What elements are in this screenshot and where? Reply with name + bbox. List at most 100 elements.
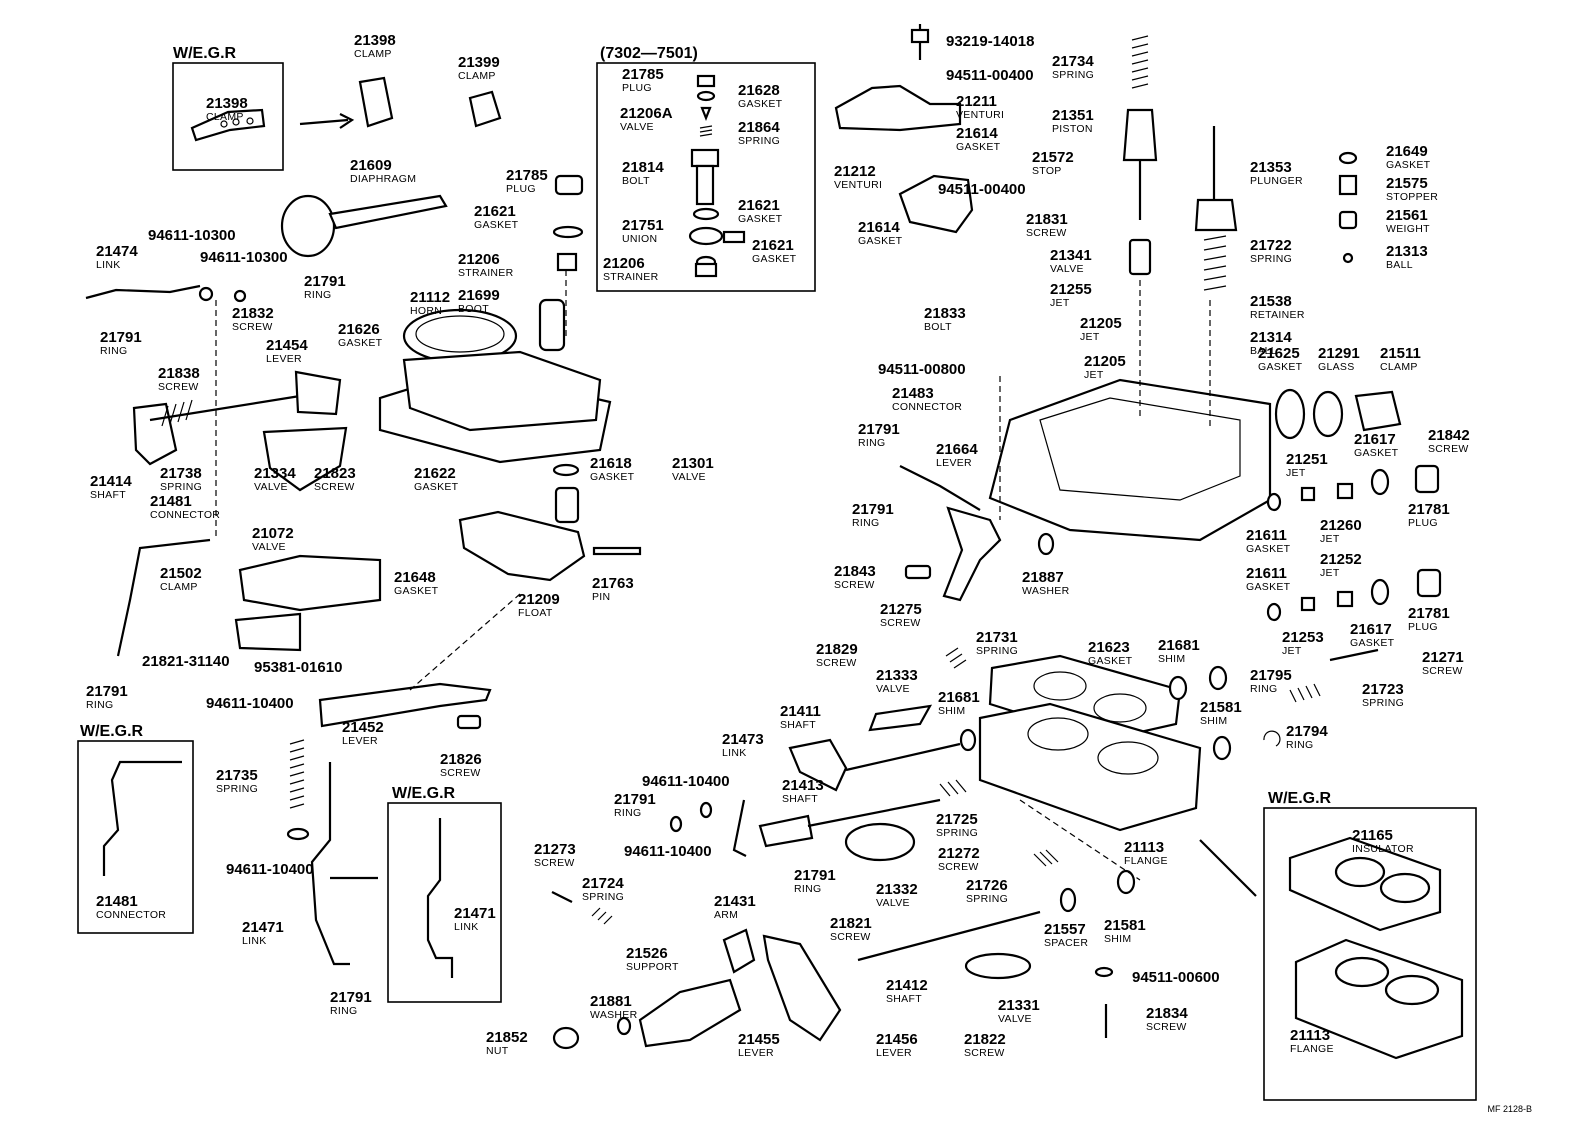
part-name: VALVE (672, 471, 706, 483)
part-shapes (85, 24, 1442, 1050)
part-number: 21526 (626, 945, 668, 962)
shaft-21414-rod (149, 394, 301, 422)
clamp-21399 (468, 90, 502, 128)
part-name: LEVER (936, 457, 972, 469)
part-number: 94611-10400 (226, 861, 314, 878)
screw-21826 (456, 714, 482, 730)
part-name: SCREW (834, 579, 875, 591)
part-number: 21334 (254, 465, 296, 482)
part-number: 21454 (266, 337, 308, 354)
part-name: SCREW (232, 321, 273, 333)
part-number: 21843 (834, 563, 876, 580)
part-number: 21622 (414, 465, 456, 482)
part-number: 21617 (1350, 621, 1392, 638)
inset-title: (7302—7501) (600, 45, 698, 62)
part-name: JET (1084, 369, 1104, 381)
callout-94611-10400: 94611-10400 (206, 695, 294, 712)
part-name: RING (852, 517, 879, 529)
part-number: 21626 (338, 321, 380, 338)
part-number: 21623 (1088, 639, 1130, 656)
part-number: 21821-31140 (142, 653, 230, 670)
part-name: CLAMP (458, 70, 496, 82)
part-number: 21411 (780, 703, 821, 720)
inset-frame (77, 740, 194, 934)
clamp-hole (220, 120, 228, 128)
callout-94611-10300: 94611-10300 (148, 227, 236, 244)
gasket-21611 (1266, 492, 1282, 512)
part-number: 21834 (1146, 1005, 1188, 1022)
part-number: 94611-10400 (206, 695, 294, 712)
callout-95381-01610: 95381-01610 (254, 659, 342, 676)
part-number: 21251 (1286, 451, 1328, 468)
horn-bore (415, 315, 505, 353)
part-name: SCREW (1146, 1021, 1187, 1033)
part-name: VALVE (1050, 263, 1084, 275)
part-name: VALVE (620, 121, 654, 133)
inset-title: W/E.G.R (392, 785, 456, 802)
part-name: STOPPER (1386, 191, 1438, 203)
part-number: 21413 (782, 777, 824, 794)
part-number: 21414 (90, 473, 132, 490)
part-number: 21572 (1032, 149, 1074, 166)
part-name: GASKET (338, 337, 383, 349)
part-number: 21795 (1250, 667, 1292, 684)
valve-21332 (844, 822, 916, 862)
part-number: 21791 (330, 989, 372, 1006)
shim-21581 (1116, 869, 1136, 895)
inset-egr-connector: W/E.G.R (77, 723, 194, 934)
part-name: LINK (242, 935, 267, 947)
part-name: GASKET (1088, 655, 1133, 667)
part-name: SCREW (830, 931, 871, 943)
part-name: SHAFT (886, 993, 922, 1005)
shaft-21411-arm (788, 738, 848, 792)
part-number: 21699 (458, 287, 500, 304)
part-name: SCREW (964, 1047, 1005, 1059)
part-number: 21791 (304, 273, 346, 290)
part-number: 21273 (534, 841, 576, 858)
part-number: 21831 (1026, 211, 1068, 228)
gasket-bore (1093, 693, 1147, 723)
part-name: FLOAT (518, 607, 553, 619)
screw-21273 (551, 891, 573, 903)
part-number: 95381-01610 (254, 659, 342, 676)
piston-21351 (1122, 108, 1158, 162)
shaft-21411-rod (845, 742, 961, 772)
plug-21781 (1414, 464, 1440, 494)
gasket-21618 (552, 463, 580, 477)
union-nipple (722, 230, 746, 244)
part-number: 21473 (722, 731, 764, 748)
part-name: PLUNGER (1250, 175, 1303, 187)
part-number: 21785 (506, 167, 548, 184)
part-number: 21272 (938, 845, 980, 862)
inset-egr-clamp: W/E.G.R (172, 45, 284, 171)
part-name: CONNECTOR (150, 509, 220, 521)
part-name: GLASS (1318, 361, 1355, 373)
part-number: 21791 (614, 791, 656, 808)
part-name: JET (1080, 331, 1100, 343)
part-name: SCREW (880, 617, 921, 629)
part-number: 21887 (1022, 569, 1064, 586)
inset-title: W/E.G.R (1268, 790, 1332, 807)
part-name: DIAPHRAGM (350, 173, 416, 185)
part-name: SCREW (816, 657, 857, 669)
part-name: SPRING (738, 135, 780, 147)
